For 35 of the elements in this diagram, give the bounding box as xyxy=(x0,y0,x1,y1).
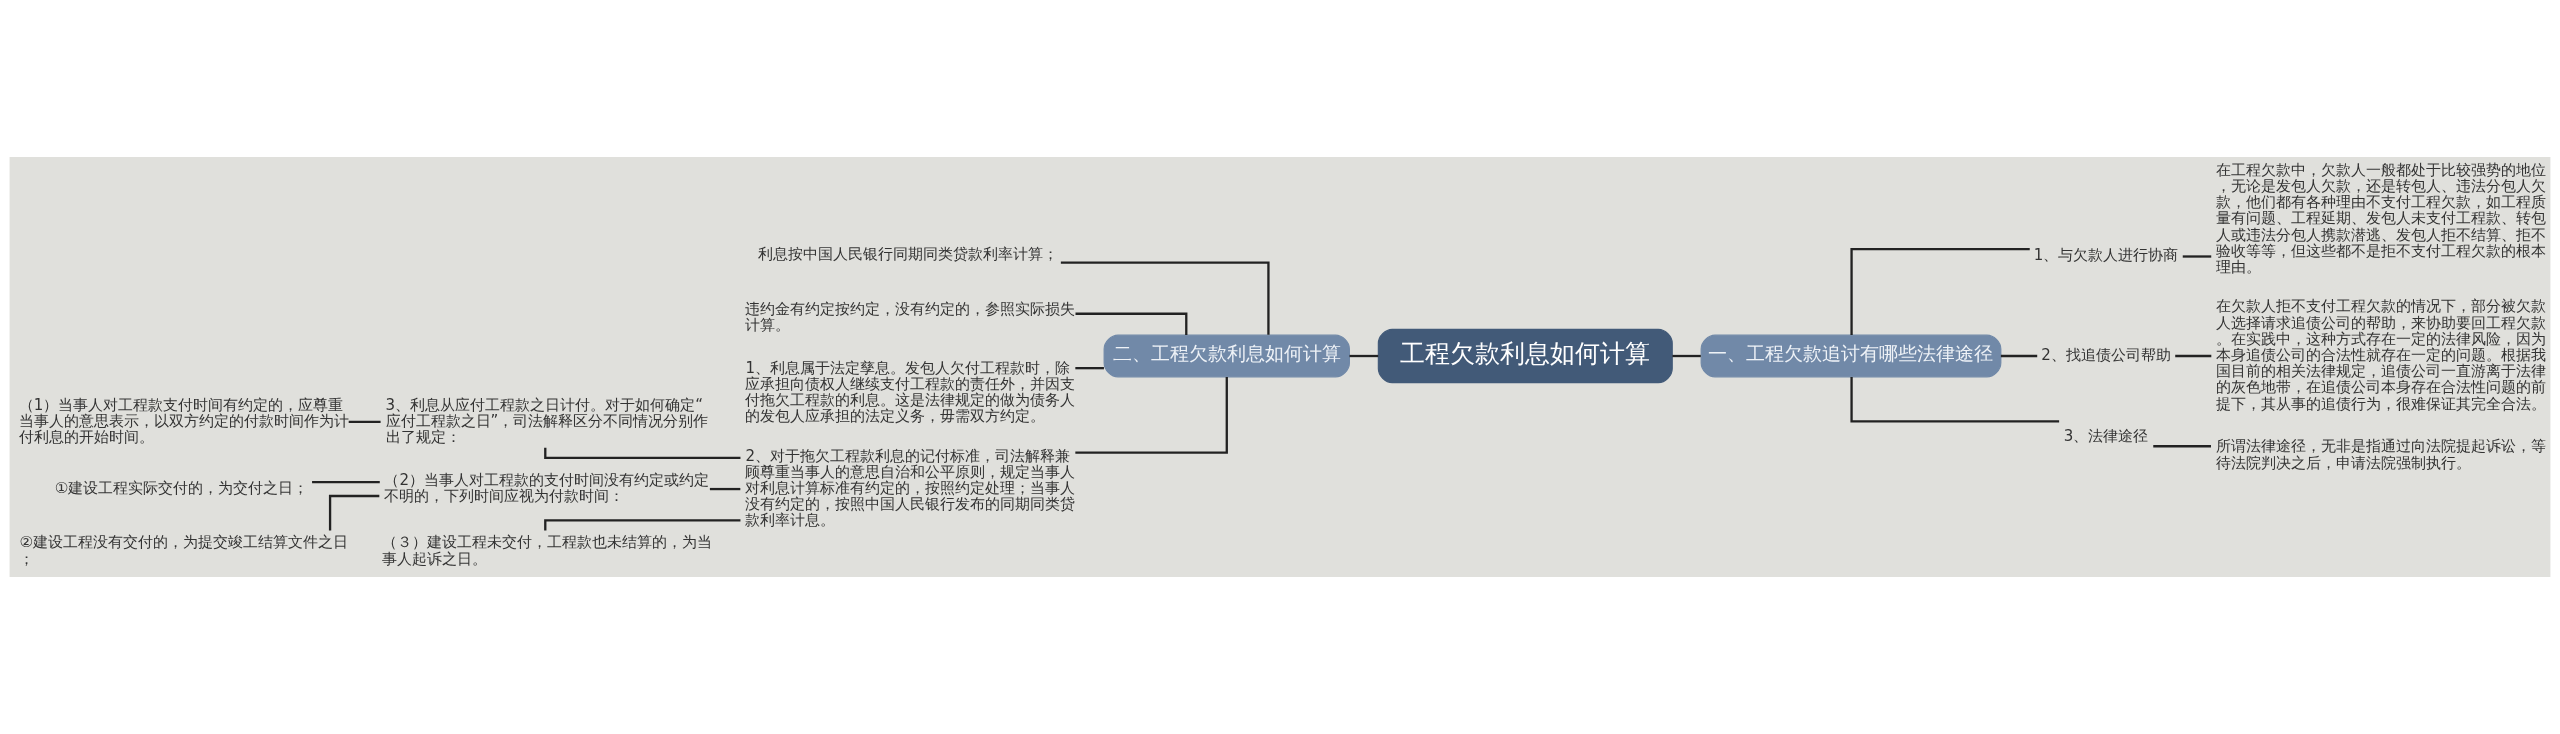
node-text: 所谓法律途径，无非是指通过向法院提起诉讼，等待法院判决之后，申请法院强制执行。 xyxy=(2216,437,2547,472)
connector xyxy=(348,420,381,424)
connector xyxy=(328,494,380,531)
node-box: 工程欠款利息如何计算 xyxy=(1377,328,1673,384)
node-box: 一、工程欠款追讨有哪些法律途径 xyxy=(1700,334,2002,378)
connector xyxy=(1672,354,1701,358)
node-text: （３）建设工程未交付，工程款也未结算的，为当事人起诉之日。 xyxy=(382,533,713,568)
connector xyxy=(1075,376,1228,454)
connector xyxy=(1075,367,1104,370)
connector xyxy=(2000,354,2038,358)
connector xyxy=(312,480,380,484)
connector xyxy=(1060,261,1270,335)
node-text: 利息按中国人民银行同期同类贷款利率计算； xyxy=(758,245,1059,264)
node-text: ①建设工程实际交付的，为交付之日； xyxy=(54,479,309,497)
node-text: （2）当事人对工程款的支付时间没有约定或约定不明的，下列时间应视为付款时间： xyxy=(384,470,710,506)
connector xyxy=(2153,445,2211,448)
node-text: 3、利息从应付工程款之日计付。对于如何确定“应付工程款之日”，司法解释区分不同情况分别作出了规定： xyxy=(385,395,709,447)
node-text: 2、对于拖欠工程款利息的记付标准，司法解释兼顾尊重当事人的意思自治和公平原则，规定当事人对利息计算标准有约定的，按照约定处理；当事人没有约定的，按照中国人民银行发布的同期同类贷款利率计息。 xyxy=(745,446,1076,530)
connector xyxy=(1075,312,1188,335)
node-text: 3、法律途径 xyxy=(2063,426,2149,445)
connector xyxy=(1850,248,2030,335)
node-text: 2、找追债公司帮助 xyxy=(2041,345,2171,364)
connector xyxy=(1850,377,2060,423)
node-text: ②建设工程没有交付的，为提交竣工结算文件之日； xyxy=(19,533,348,568)
node-text: 1、与欠款人进行协商 xyxy=(2033,246,2179,265)
node-text: 在欠款人拒不支付工程欠款的情况下，部分被欠款人选择请求追债公司的帮助，来协助要回工程欠款。在实践中，这种方式存在一定的法律风险，因为本身追债公司的合法性就存在一定的问题。根据我国目前的相关法律规定，追债公司一直游离于法律的灰色地带，在追债公司本身存在合法性问题的前提下，其从事的追债行为，很难保证其完全合法。 xyxy=(2216,297,2547,413)
node-text: 在工程欠款中，欠款人一般都处于比较强势的地位，无论是发包人欠款，还是转包人、违法分包人欠款，他们都有各种理由不支付工程欠款，如工程质量有问题、工程延期、发包人未支付工程款、转包人或违法分包人携款潜逃、发包人拒不结算、拒不验收等等，但这些都不是拒不支付工程欠款的根本理由。 xyxy=(2216,160,2547,277)
connector xyxy=(709,487,741,491)
connector xyxy=(2182,255,2212,258)
node-text: （1）当事人对工程款支付时间有约定的，应尊重当事人的意思表示，以双方约定的付款时间作为计付利息的开始时间。 xyxy=(18,395,349,447)
node-text: 违约金有约定按约定，没有约定的，参照实际损失计算。 xyxy=(745,299,1076,334)
connector xyxy=(1349,354,1379,358)
connector xyxy=(2175,354,2212,358)
node-box: 二、工程欠款利息如何计算 xyxy=(1103,334,1350,378)
node-text: 1、利息属于法定孳息。发包人欠付工程款时，除应承担向债权人继续支付工程款的责任外，并因支付拖欠工程款的利息。这是法律规定的做为债务人的发包人应承担的法定义务，毋需双方约定。 xyxy=(745,358,1076,426)
